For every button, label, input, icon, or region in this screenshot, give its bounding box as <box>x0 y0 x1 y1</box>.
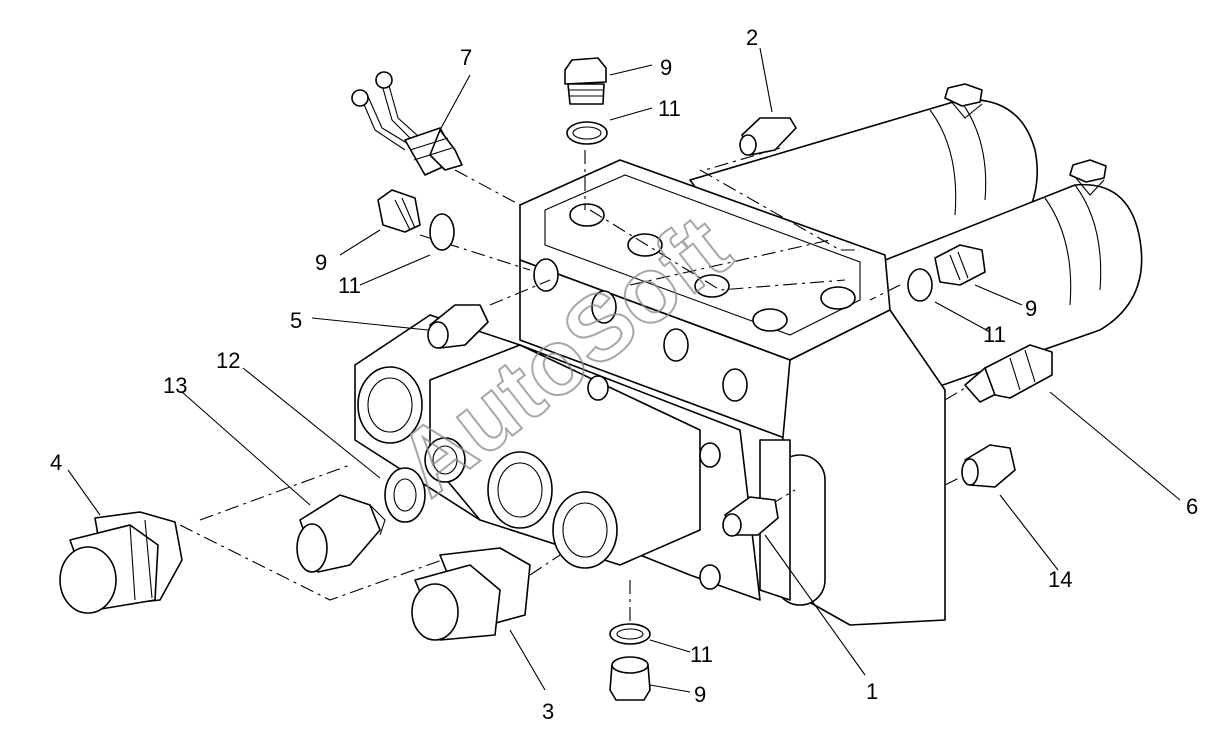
leader-lines <box>67 47 1181 693</box>
callout-11: 11 <box>690 642 713 667</box>
callout-11: 11 <box>658 96 681 121</box>
callout-4: 4 <box>50 450 62 475</box>
callout-12: 12 <box>216 348 240 373</box>
part-11-top-washer <box>566 121 608 145</box>
callout-labels: 7 9 11 2 9 11 5 12 13 4 9 11 6 14 1 3 11… <box>50 25 1198 724</box>
part-1-fitting <box>722 496 779 537</box>
part-4-fitting <box>59 511 183 614</box>
callout-11: 11 <box>983 322 1006 347</box>
callout-1: 1 <box>866 679 878 704</box>
part-6-sensor <box>964 344 1053 403</box>
part-9-bottom-plug <box>609 656 651 701</box>
callout-6: 6 <box>1186 494 1198 519</box>
part-9-top-plug <box>564 57 607 105</box>
callout-9: 9 <box>315 250 327 275</box>
part-5-fitting <box>427 304 489 349</box>
part-14-plug <box>961 444 1016 488</box>
part-2-fitting <box>739 117 797 156</box>
callout-5: 5 <box>290 308 302 333</box>
callout-9: 9 <box>694 682 706 707</box>
callout-13: 13 <box>163 373 187 398</box>
part-7-sender <box>351 71 463 176</box>
callout-11: 11 <box>338 273 361 298</box>
front-cylinder <box>859 159 1143 401</box>
part-3-fitting <box>411 547 531 641</box>
part-11-right-washer <box>907 268 933 302</box>
part-11-left-washer <box>429 213 455 251</box>
callout-2: 2 <box>746 25 758 50</box>
callout-3: 3 <box>542 699 554 724</box>
valve-body <box>354 159 946 626</box>
part-12-washer <box>384 467 426 523</box>
part-9-left-plug <box>377 189 421 233</box>
callout-9: 9 <box>660 55 672 80</box>
callout-7: 7 <box>460 45 472 70</box>
part-9-right-plug <box>934 244 986 286</box>
callout-9: 9 <box>1025 296 1037 321</box>
part-13-plug <box>296 494 386 573</box>
callout-14: 14 <box>1048 567 1072 592</box>
part-11-bottom-washer <box>609 623 651 645</box>
